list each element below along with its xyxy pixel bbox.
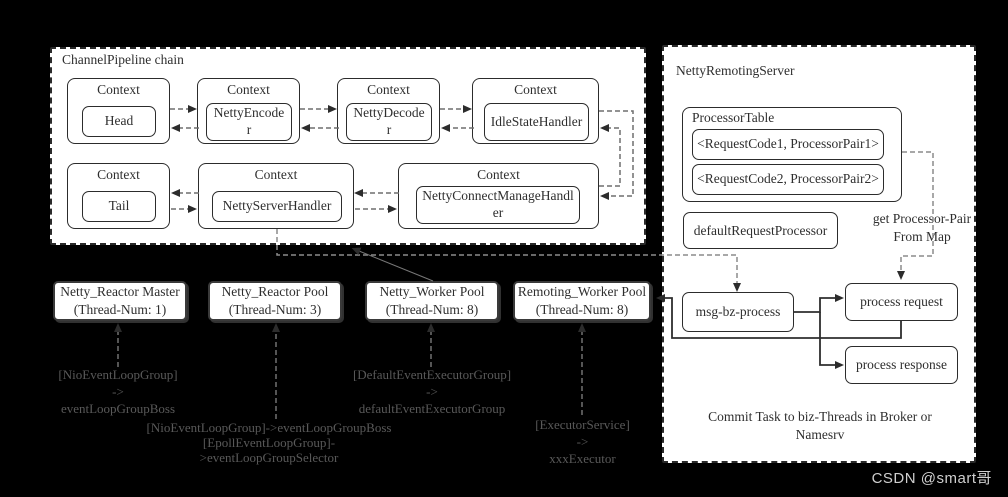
pool-name: Netty_Reactor Master [60, 284, 180, 300]
pool-netty-reactor-pool: Netty_Reactor Pool (Thread-Num: 3) [208, 281, 342, 321]
pool-name: Netty_Worker Pool [379, 284, 485, 300]
pool-threads: (Thread-Num: 1) [73, 302, 167, 317]
context-label: Context [254, 167, 298, 182]
msg-bz-process-box: msg-bz-process [682, 292, 794, 332]
pool-threads: (Thread-Num: 8) [535, 302, 629, 317]
context-box-connectmanage: Context NettyConnectManageHandler [398, 163, 599, 229]
default-request-processor-box: defaultRequestProcessor [683, 212, 838, 249]
csdn-watermark: CSDN @smart哥 [871, 470, 992, 487]
process-response-box: process response [845, 346, 958, 384]
annotation-reactor-master: [NioEventLoopGroup] -> eventLoopGroupBos… [58, 367, 178, 416]
pool-remoting-worker-pool: Remoting_Worker Pool (Thread-Num: 8) [513, 281, 651, 321]
handler-box-tail: Tail [82, 191, 156, 222]
handler-box-serverhandler: NettyServerHandler [212, 191, 342, 222]
context-label: Context [477, 167, 520, 182]
arrow-workerpool-to-pipeline [351, 247, 434, 282]
pool-name: Remoting_Worker Pool [517, 284, 647, 300]
context-box-decoder: Context NettyDecoder [337, 78, 440, 144]
handler-box-encoder: NettyEncoder [206, 103, 292, 141]
handler-box-head: Head [82, 106, 156, 137]
context-label: Context [514, 82, 557, 97]
context-box-head: Context Head [67, 78, 170, 144]
annotation-remoting-pool: [ExecutorService] -> xxxExecutor [535, 417, 630, 466]
pool-name: Netty_Reactor Pool [221, 284, 329, 300]
context-box-tail: Context Tail [67, 163, 170, 229]
handler-box-idlestate: IdleStateHandler [484, 103, 589, 141]
commit-task-note: Commit Task to biz-Threads in Broker or … [708, 409, 932, 442]
get-processor-pair-label: get Processor-Pair From Map [872, 211, 972, 244]
processor-table-entry: <RequestCode2, ProcessorPair2> [692, 164, 884, 195]
context-label: Context [367, 82, 410, 97]
pool-netty-worker-pool: Netty_Worker Pool (Thread-Num: 8) [365, 281, 499, 321]
pool-threads: (Thread-Num: 8) [385, 302, 479, 317]
process-request-box: process request [845, 283, 958, 321]
processor-table-box: ProcessorTable <RequestCode1, ProcessorP… [682, 107, 902, 202]
context-box-encoder: Context NettyEncoder [197, 78, 300, 144]
annotation-worker-pool: [DefaultEventExecutorGroup] -> defaultEv… [352, 367, 512, 416]
context-box-serverhandler: Context NettyServerHandler [198, 163, 354, 229]
annotation-reactor-pool: [NioEventLoopGroup]->eventLoopGroupBoss … [146, 420, 392, 465]
pipeline-title: ChannelPipeline chain [62, 52, 184, 67]
handler-box-decoder: NettyDecoder [346, 103, 432, 141]
processor-table-title: ProcessorTable [692, 110, 775, 125]
context-label: Context [227, 82, 270, 97]
processor-table-entry: <RequestCode1, ProcessorPair1> [692, 129, 884, 160]
pool-netty-reactor-master: Netty_Reactor Master (Thread-Num: 1) [53, 281, 187, 321]
context-box-idlestate: Context IdleStateHandler [472, 78, 599, 144]
context-label: Context [97, 167, 140, 182]
context-label: Context [97, 82, 140, 97]
handler-box-connectmanage: NettyConnectManageHandler [416, 186, 580, 224]
server-title: NettyRemotingServer [676, 63, 795, 78]
pool-threads: (Thread-Num: 3) [228, 302, 322, 317]
